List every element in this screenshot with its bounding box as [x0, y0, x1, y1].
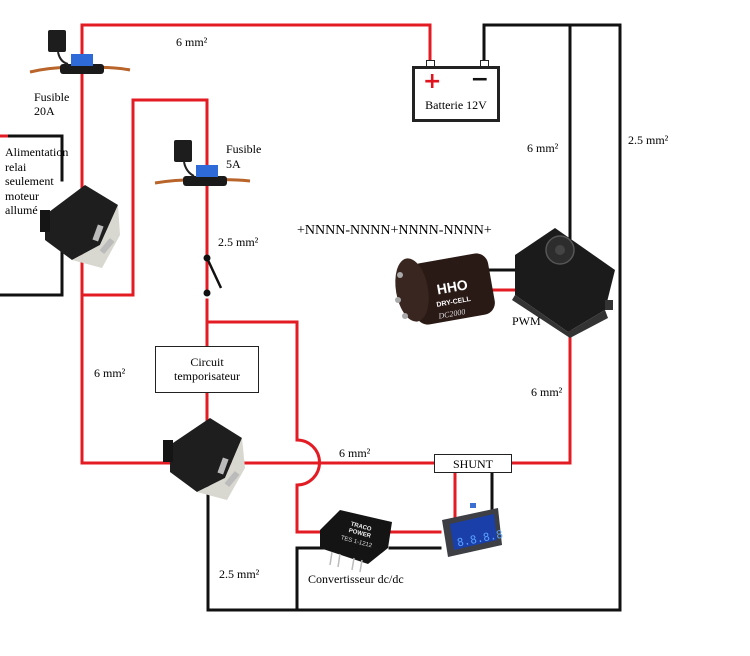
- fuse-5a-label-1: Fusible: [226, 142, 262, 156]
- wire-relay1-feed: [0, 134, 64, 182]
- note-line: seulement: [5, 174, 54, 188]
- converter-brand-1: TRACO: [350, 522, 372, 533]
- switch-icon: [203, 254, 223, 297]
- converter-brand-2: POWER: [348, 528, 372, 540]
- gauge-battery-neg-ground: 2.5 mm²: [628, 133, 669, 147]
- wire-battery-negative: [206, 23, 622, 612]
- fuse-20a-icon: [29, 30, 131, 74]
- timer-line-1: Circuit: [190, 355, 224, 369]
- shunt-label: SHUNT: [452, 457, 493, 471]
- wire-converter-ground: [295, 546, 327, 612]
- voltmeter-display-icon: 8.8.8.8: [442, 503, 504, 557]
- fuse-5a-icon: [154, 140, 251, 186]
- relay-1-icon: [40, 185, 120, 268]
- gauge-left-main: 6 mm²: [94, 366, 126, 380]
- pwm-controller-icon: [512, 228, 615, 338]
- timer-line-2: temporisateur: [174, 369, 240, 383]
- fuse-20a-label-1: Fusible: [34, 90, 70, 104]
- wire-fuse5-loop: [80, 98, 209, 297]
- timer-circuit-box: Circuit temporisateur: [155, 346, 259, 393]
- note-line: relai: [5, 159, 27, 174]
- wire-relay1-ground: [0, 238, 64, 297]
- wire-battery-positive-main: [80, 23, 432, 297]
- hho-dry-cell-icon: HHO DRY-CELL DC2000: [395, 253, 495, 325]
- note-line: allumé: [5, 203, 38, 217]
- minus-icon: −: [470, 67, 489, 92]
- shunt-box: SHUNT: [434, 454, 512, 473]
- relay-2-icon: [163, 418, 245, 500]
- fuse-20a-label-2: 20A: [34, 104, 55, 118]
- pwm-label: PWM: [512, 314, 541, 328]
- fuse-5a-label-2: 5A: [226, 157, 241, 171]
- gauge-battery-neg-pwm: 6 mm²: [527, 141, 559, 155]
- note-line: Alimentation: [5, 145, 69, 159]
- gauge-pwm-to-shunt: 6 mm²: [531, 385, 563, 399]
- relay-power-note: Alimentation relai seulement moteur allu…: [5, 145, 68, 218]
- plus-icon: +: [423, 69, 442, 94]
- gauge-fuse5-switch: 2.5 mm²: [218, 235, 259, 249]
- wire-shunt-to-pwm: [510, 318, 572, 465]
- wire-timer-to-converter: [205, 320, 327, 534]
- hho-brand: HHO: [435, 276, 469, 297]
- gauge-relay-to-shunt: 6 mm²: [339, 446, 371, 460]
- battery-label: Batterie 12V: [425, 98, 487, 112]
- cell-plate-config: +NNNN-NNNN+NNNN-NNNN+: [297, 223, 492, 238]
- note-line: moteur: [5, 188, 39, 203]
- battery-body: + − Batterie 12V: [412, 66, 500, 122]
- gauge-bottom-ground: 2.5 mm²: [219, 567, 260, 581]
- dcdc-converter-icon: TRACO POWER TES 1-1212: [320, 510, 392, 573]
- gauge-top-main: 6 mm²: [176, 35, 208, 49]
- converter-label: Convertisseur dc/dc: [308, 572, 404, 586]
